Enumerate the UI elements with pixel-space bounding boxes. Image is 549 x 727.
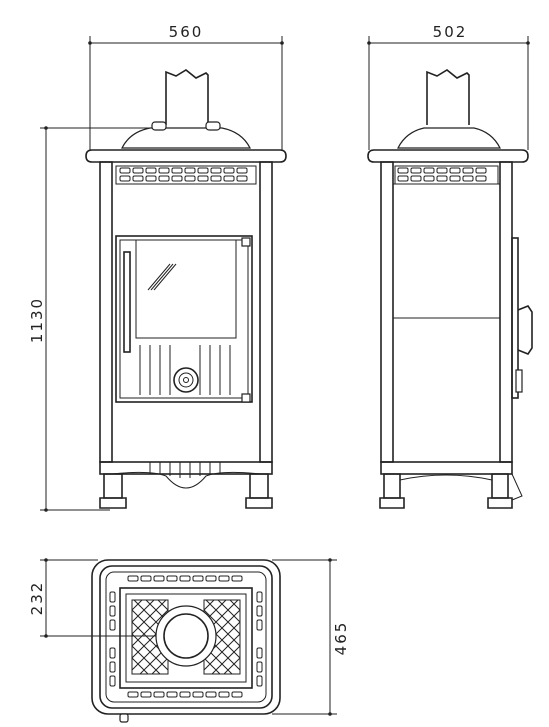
side-base bbox=[379, 461, 523, 509]
front-view: 560 1130 bbox=[28, 23, 287, 512]
side-depth-dimension: 502 bbox=[367, 23, 530, 150]
front-door bbox=[115, 235, 253, 403]
flue-collar-icon bbox=[155, 605, 217, 667]
side-flue-pipe bbox=[426, 69, 470, 125]
top-depth-label: 465 bbox=[332, 621, 350, 656]
top-depth-dimension: 465 bbox=[272, 558, 350, 716]
front-flue-pipe bbox=[165, 69, 209, 125]
door-handle-icon bbox=[517, 305, 533, 355]
front-width-dimension: 560 bbox=[88, 23, 284, 150]
side-view: 502 bbox=[367, 23, 533, 509]
flue-offset-label: 232 bbox=[28, 581, 46, 616]
height-label: 1130 bbox=[28, 297, 46, 343]
front-base bbox=[99, 461, 273, 509]
height-dimension: 1130 bbox=[28, 126, 160, 512]
top-view: 465 232 bbox=[28, 558, 350, 723]
front-grille bbox=[115, 165, 257, 185]
side-grille bbox=[394, 165, 499, 185]
air-regulator-icon bbox=[173, 367, 199, 393]
side-depth-label: 502 bbox=[433, 23, 468, 41]
front-width-label: 560 bbox=[169, 23, 204, 41]
